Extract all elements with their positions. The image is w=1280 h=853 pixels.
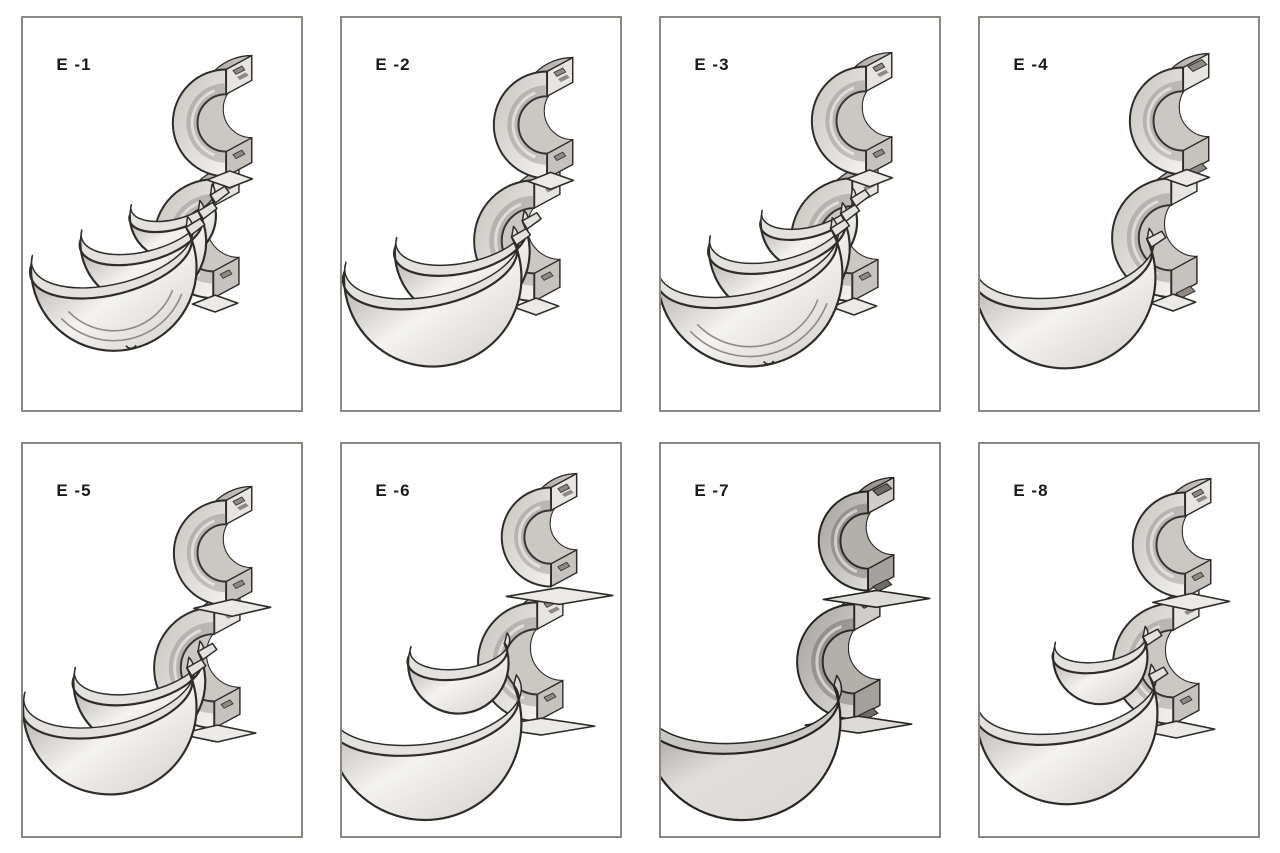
panel-e7: E -7	[659, 442, 941, 838]
panel-e8: E -8	[978, 442, 1260, 838]
panel-e6: E -6	[340, 442, 622, 838]
panel-e6-illustration	[342, 472, 614, 822]
panel-e2-illustration	[342, 56, 575, 368]
panel-e1-label: E -1	[56, 55, 92, 75]
panel-e5-label: E -5	[56, 481, 92, 501]
panel-e3: E -3	[659, 16, 941, 412]
panel-e6-label: E -6	[375, 481, 411, 501]
panel-e8-illustration	[980, 477, 1231, 806]
panel-e5: E -5	[21, 442, 303, 838]
panel-e3-label: E -3	[694, 55, 730, 75]
panel-e4: E -4	[978, 16, 1260, 412]
panel-e2: E -2	[340, 16, 622, 412]
panel-e5-illustration	[23, 485, 272, 796]
panel-e4-illustration	[980, 52, 1211, 370]
panel-e7-label: E -7	[694, 481, 730, 501]
panel-e4-label: E -4	[1013, 55, 1049, 75]
panel-e8-label: E -8	[1013, 481, 1049, 501]
panel-e2-label: E -2	[375, 55, 411, 75]
panel-e7-illustration	[661, 476, 931, 822]
panel-e3-illustration	[661, 51, 894, 368]
panel-e1-illustration	[28, 54, 254, 352]
panel-e1: E -1	[21, 16, 303, 412]
